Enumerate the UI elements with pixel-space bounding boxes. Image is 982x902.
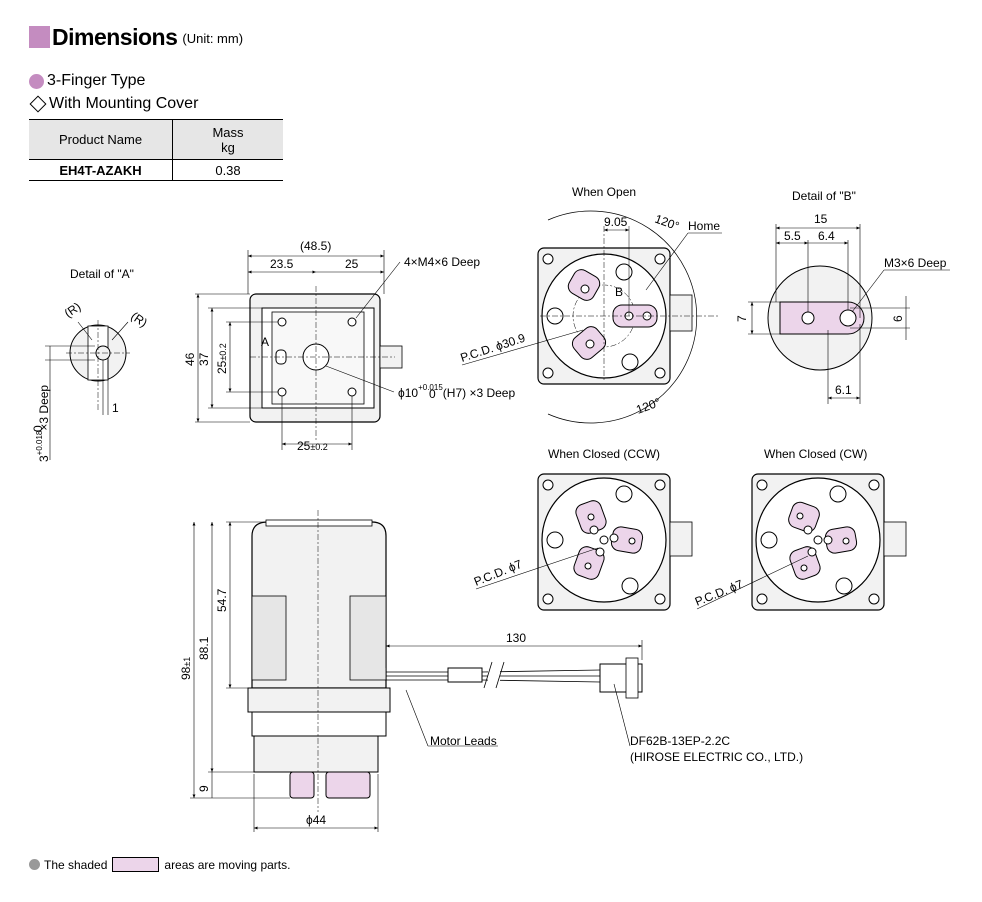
closed-cw-title: When Closed (CW): [764, 447, 867, 461]
label-a: A: [261, 335, 269, 349]
hole-a-dim: 3+0.018×3 Deep: [35, 385, 51, 462]
unit-label: (Unit: mm): [182, 31, 244, 46]
motor-leads-label: Motor Leads: [430, 734, 497, 748]
closed-cw-view: When Closed (CW) P.C.D. ϕ7: [693, 447, 907, 611]
footnote-bullet: [29, 859, 40, 870]
dim-130: 130: [506, 631, 526, 645]
dim-98: 98±1: [179, 657, 193, 680]
detail-a-title: Detail of "A": [70, 267, 134, 281]
pcd-30-9: P.C.D. ϕ30.9: [459, 331, 528, 365]
when-open-title: When Open: [572, 185, 636, 199]
table-row: EH4T-AZAKH 0.38: [29, 159, 283, 181]
dim-48-5: (48.5): [300, 239, 331, 253]
footnote-pre: The shaded: [44, 857, 108, 872]
dim-37: 37: [197, 352, 211, 366]
dim-44: ϕ44: [306, 813, 326, 827]
dim-7: 7: [735, 315, 749, 322]
footnote: The shaded areas are moving parts.: [29, 857, 290, 872]
home-label: Home: [688, 219, 720, 233]
cover-heading: With Mounting Cover: [29, 95, 198, 113]
bullet-dot: [29, 73, 44, 89]
dim-25-vert: 25±0.2: [215, 343, 229, 374]
col-product-name: Product Name: [29, 119, 173, 160]
bore-tol-bottom: 0: [429, 387, 436, 401]
tap-callout: 4×M4×6 Deep: [404, 255, 480, 269]
connector-maker: (HIROSE ELECTRIC CO., LTD.): [630, 750, 803, 764]
dim-88-1: 88.1: [197, 636, 211, 660]
type-label: 3-Finger Type: [47, 72, 146, 89]
detail-b-title: Detail of "B": [792, 189, 856, 203]
closed-ccw-view: When Closed (CCW) P.C.D. ϕ7: [472, 447, 693, 611]
pcd-7-cw: P.C.D. ϕ7: [693, 577, 745, 609]
type-heading: 3-Finger Type: [29, 72, 145, 90]
cell-mass: 0.38: [172, 159, 283, 181]
dim-6-4: 6.4: [818, 229, 835, 243]
cell-product: EH4T-AZAKH: [29, 159, 173, 181]
dim-25-top: 25: [345, 257, 359, 271]
hole-a-tol-bottom: 0: [31, 425, 45, 432]
closed-ccw-title: When Closed (CCW): [548, 447, 660, 461]
front-view: (48.5) 23.5 25 A 4×M4×6 Deep 46 37 25: [183, 239, 515, 453]
side-view: 130 Motor Leads DF62B-13EP-2.2C (HIROSE …: [179, 510, 803, 832]
detail-b-view: Detail of "B" 15 5.5 6.4 M3×6 Deep 7 6 6…: [735, 189, 950, 404]
radius-right: (R): [128, 309, 150, 330]
pcd-7-ccw: P.C.D. ϕ7: [472, 557, 524, 589]
moving-part-swatch: [112, 857, 160, 872]
dim-23-5: 23.5: [270, 257, 294, 271]
dim-6-1: 6.1: [835, 383, 852, 397]
dim-5-5: 5.5: [784, 229, 801, 243]
connector-label: DF62B-13EP-2.2C: [630, 734, 730, 748]
dim-15: 15: [814, 212, 828, 226]
page-title: Dimensions: [52, 24, 178, 50]
dim-1: 1: [112, 401, 119, 415]
dim-9: 9: [197, 785, 211, 792]
dimensions-heading: Dimensions (Unit: mm): [29, 24, 244, 50]
dim-46: 46: [183, 352, 197, 366]
dim-25-horiz: 25±0.2: [297, 439, 328, 453]
radius-left: (R): [62, 299, 84, 320]
angle-120-bottom: 120°: [634, 395, 662, 417]
m3-callout: M3×6 Deep: [884, 256, 947, 270]
dim-6: 6: [891, 315, 905, 322]
cover-label: With Mounting Cover: [49, 95, 199, 112]
label-b: B: [615, 285, 623, 299]
bore-callout: ϕ10+0.015(H7) ×3 Deep: [398, 383, 515, 400]
heading-marker: [29, 26, 50, 48]
angle-120-top: 120°: [653, 212, 681, 234]
detail-a-view: Detail of "A" 1 3+0.018×3 Deep 0 (R) (R): [31, 267, 150, 462]
dim-9-05: 9.05: [604, 215, 628, 229]
dim-54-7: 54.7: [215, 588, 229, 612]
footnote-post: areas are moving parts.: [164, 857, 291, 872]
